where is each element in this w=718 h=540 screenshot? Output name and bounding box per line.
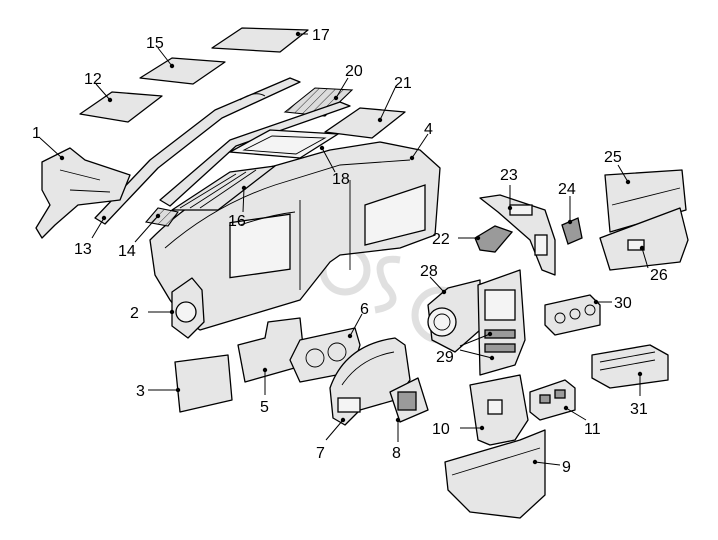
- part-11-switch-module[interactable]: [529, 379, 576, 421]
- part-12-cover-panel[interactable]: [79, 91, 163, 123]
- callout-15: 15: [146, 35, 164, 52]
- callout-10: 10: [432, 421, 450, 438]
- callout-21: 21: [394, 75, 412, 92]
- callout-7: 7: [316, 445, 325, 462]
- callout-23: 23: [500, 167, 518, 184]
- callout-31: 31: [630, 401, 648, 418]
- part-5-knee-panel[interactable]: [237, 317, 306, 383]
- callout-1: 1: [32, 125, 41, 142]
- part-9-console-trim[interactable]: [444, 429, 546, 519]
- callout-24: 24: [558, 181, 576, 198]
- part-22-small-bracket[interactable]: [474, 225, 514, 253]
- callout-labels: 17 15 12 20 21 1 4 18 13 14 16 2 3 5 6 7…: [32, 27, 668, 476]
- callout-26: 26: [650, 267, 668, 284]
- part-30-climate-control[interactable]: [544, 294, 601, 336]
- callout-22: 22: [432, 231, 450, 248]
- part-1-left-bracket[interactable]: [35, 147, 131, 239]
- callout-9: 9: [562, 459, 571, 476]
- part-16-center-vent-strip[interactable]: [171, 165, 276, 211]
- part-24-small-switch[interactable]: [561, 217, 583, 245]
- part-21-side-panel[interactable]: [324, 107, 406, 139]
- part-28-center-vent-housing[interactable]: [427, 279, 481, 353]
- callout-16: 16: [228, 213, 246, 230]
- callout-12: 12: [84, 71, 102, 88]
- part-15-cover-panel[interactable]: [139, 57, 226, 85]
- callout-25: 25: [604, 149, 622, 166]
- part-2-left-air-vent[interactable]: [171, 277, 205, 339]
- callout-3: 3: [136, 383, 145, 400]
- part-14-side-vent[interactable]: [144, 207, 179, 227]
- part-10-lower-center-bezel[interactable]: [469, 374, 529, 446]
- callout-2: 2: [130, 305, 139, 322]
- part-7-cluster-bezel[interactable]: [329, 337, 411, 426]
- callout-14: 14: [118, 243, 136, 260]
- callout-30: 30: [614, 295, 632, 312]
- callout-11: 11: [584, 421, 601, 438]
- callout-17: 17: [312, 27, 330, 44]
- callout-28: 28: [420, 263, 438, 280]
- callout-6: 6: [360, 301, 369, 318]
- callout-29: 29: [436, 349, 454, 366]
- part-13-windshield-trim[interactable]: [94, 77, 351, 225]
- part-3-lower-left-panel[interactable]: [174, 354, 233, 413]
- callout-13: 13: [74, 241, 92, 258]
- part-17-upper-cover[interactable]: [211, 27, 309, 53]
- leader-lines: [39, 31, 649, 466]
- part-31-radio-unit[interactable]: [591, 344, 669, 389]
- part-26-glovebox-bin[interactable]: [599, 207, 689, 271]
- callout-18: 18: [332, 171, 350, 188]
- callout-20: 20: [345, 63, 363, 80]
- callout-5: 5: [260, 399, 269, 416]
- part-18-top-opening-frame[interactable]: [227, 129, 341, 159]
- callout-4: 4: [424, 121, 433, 138]
- callout-8: 8: [392, 445, 401, 462]
- part-8-switch-bezel[interactable]: [389, 377, 429, 423]
- part-25-glovebox-lid[interactable]: [604, 169, 687, 233]
- part-29-center-stack[interactable]: [477, 269, 526, 376]
